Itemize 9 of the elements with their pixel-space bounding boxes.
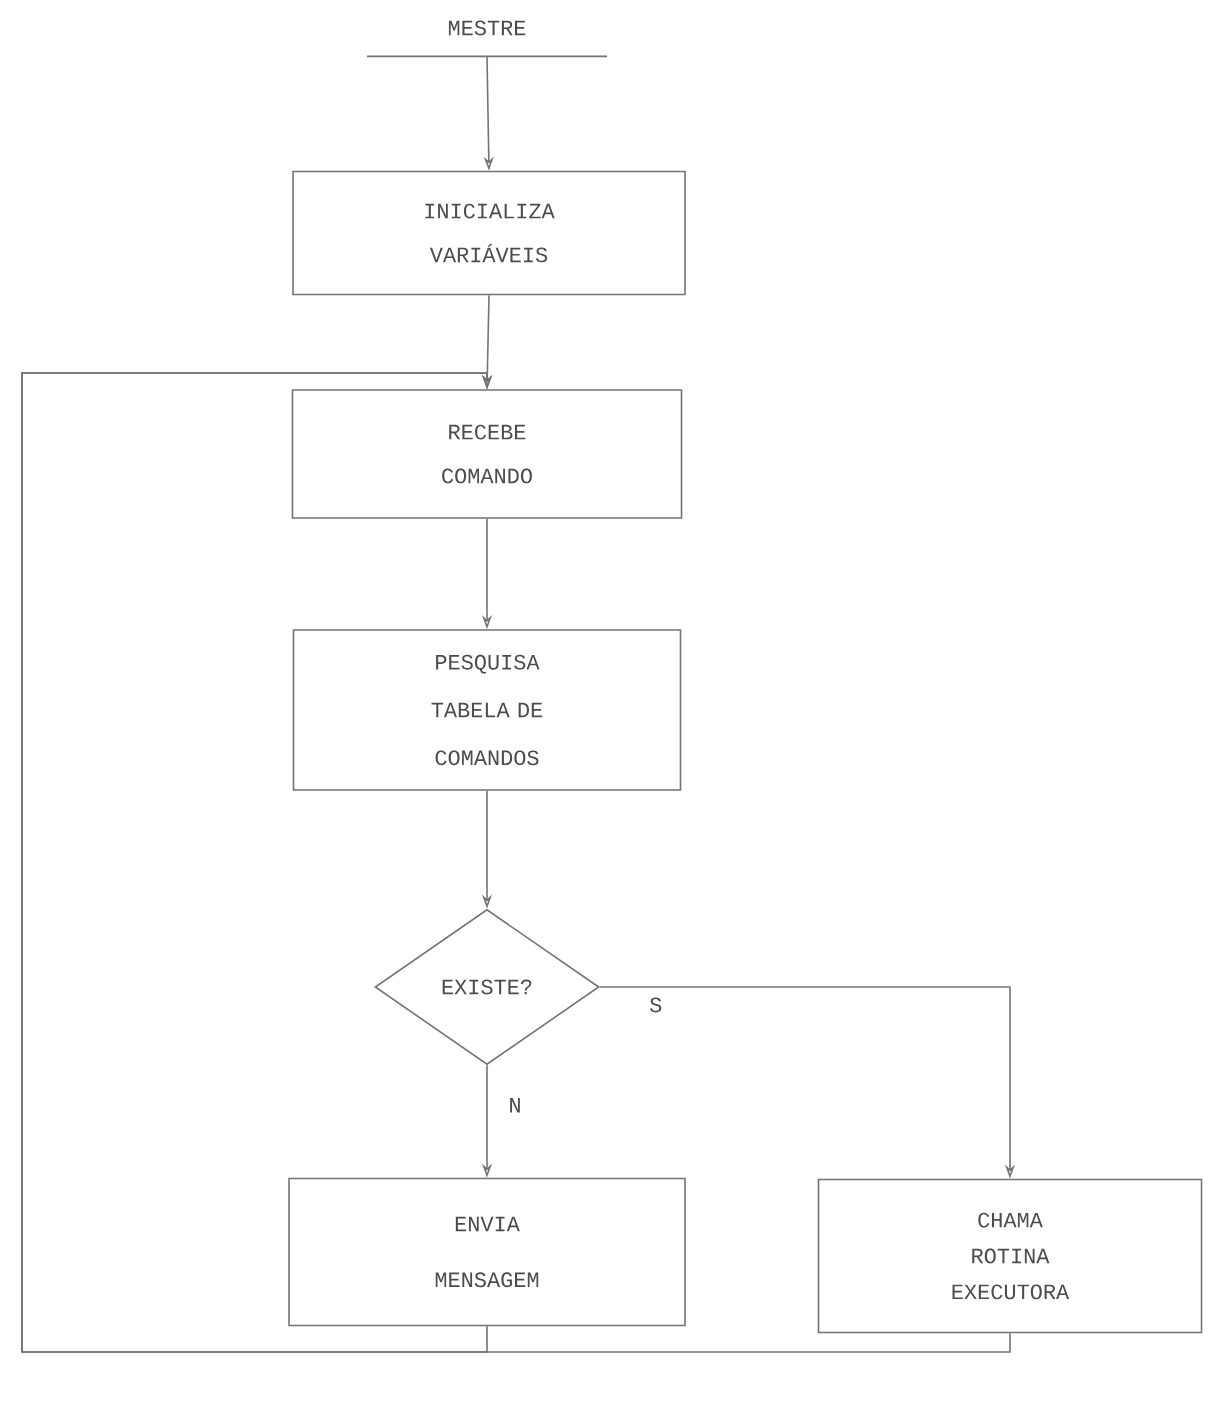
edge-label: S	[647, 995, 665, 1015]
process-box: RECEBE COMANDO	[291, 389, 683, 519]
process-box: ENVIA MENSAGEM	[288, 1177, 686, 1327]
process-box: CHAMA ROTINA EXECUTORA	[817, 1178, 1203, 1334]
terminal-label: MESTRE	[366, 20, 608, 58]
process-box: INICIALIZA VARIÁVEIS	[292, 170, 686, 296]
process-box: PESQUISA TABELA DE COMANDOS	[292, 629, 682, 791]
arrow	[21, 372, 1011, 1353]
edge-label: N	[506, 1096, 524, 1115]
